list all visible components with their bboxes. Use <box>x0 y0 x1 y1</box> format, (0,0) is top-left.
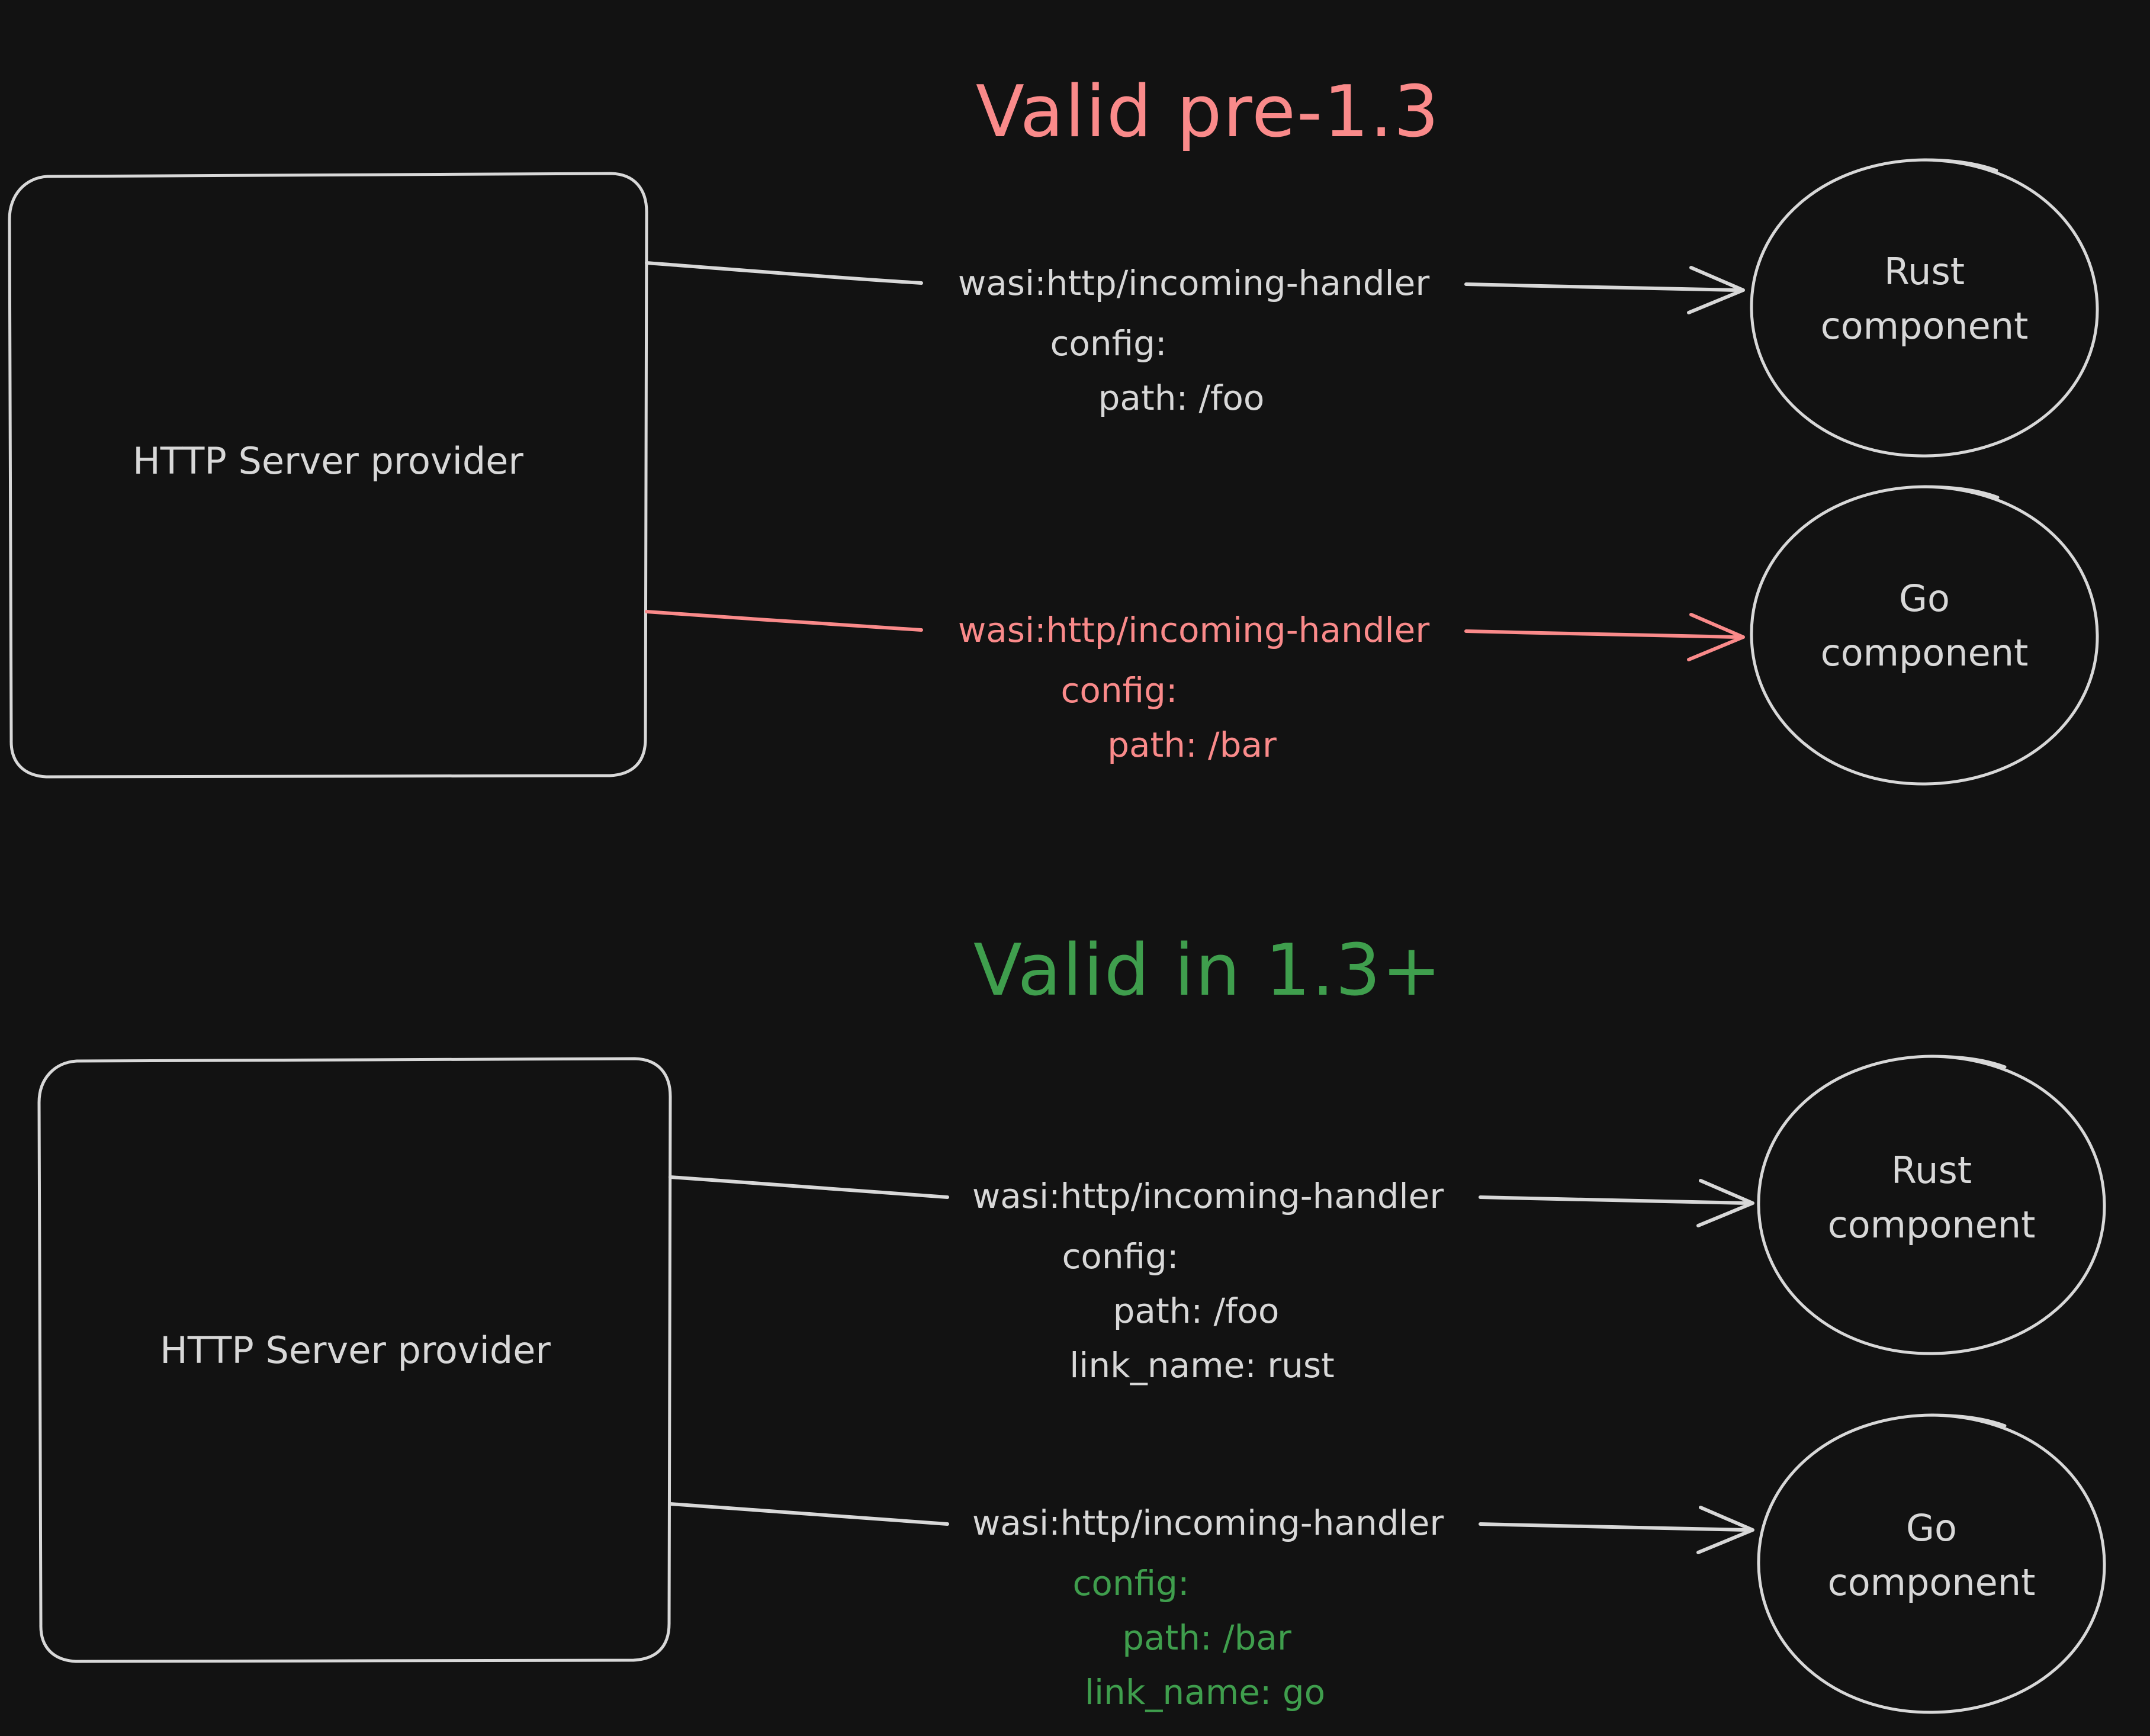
link-pre-go-interface: wasi:http/incoming-handler <box>958 610 1429 650</box>
link-post-rust-config-key: config: <box>1062 1236 1178 1277</box>
node-rust-bottom[interactable]: Rust component <box>1757 1055 2106 1355</box>
link-post-go-interface: wasi:http/incoming-handler <box>972 1503 1444 1543</box>
provider-label-bottom: HTTP Server provider <box>160 1329 551 1372</box>
node-go-top[interactable]: Go component <box>1750 485 2099 786</box>
provider-label-top: HTTP Server provider <box>133 439 523 483</box>
node-go-top-label-2: component <box>1821 631 2029 674</box>
link-post-go[interactable]: wasi:http/incoming-handler config: path:… <box>669 1502 1754 1712</box>
link-post-go-config-key: config: <box>1072 1563 1189 1603</box>
link-pre-rust[interactable]: wasi:http/incoming-handler config: path:… <box>645 261 1745 418</box>
link-post-rust-config-line-1: link_name: rust <box>1069 1345 1335 1385</box>
link-pre-go[interactable]: wasi:http/incoming-handler config: path:… <box>645 610 1745 765</box>
provider-box-top[interactable]: HTTP Server provider <box>8 172 648 779</box>
node-go-bottom[interactable]: Go component <box>1757 1413 2106 1714</box>
section-title-in-13-plus: Valid in 1.3+ <box>973 930 1442 1012</box>
link-post-go-config-line-1: link_name: go <box>1085 1672 1325 1712</box>
node-rust-bottom-label-2: component <box>1828 1203 2036 1246</box>
link-post-rust-config-line-0: path: /foo <box>1113 1291 1280 1331</box>
node-go-bottom-label-1: Go <box>1906 1506 1957 1549</box>
link-pre-rust-config-line-0: path: /foo <box>1098 378 1265 418</box>
section-pre-13: Valid pre-1.3 HTTP Server provider Rust … <box>8 71 2099 786</box>
link-pre-rust-interface: wasi:http/incoming-handler <box>958 263 1429 303</box>
link-post-rust[interactable]: wasi:http/incoming-handler config: path:… <box>669 1175 1754 1385</box>
node-go-top-label-1: Go <box>1899 577 1950 620</box>
link-pre-go-config-line-0: path: /bar <box>1107 725 1277 765</box>
node-rust-bottom-label-1: Rust <box>1891 1149 1972 1192</box>
section-in-13-plus: Valid in 1.3+ HTTP Server provider Rust … <box>37 930 2106 1714</box>
link-pre-go-config-key: config: <box>1060 670 1177 711</box>
link-pre-rust-config-key: config: <box>1050 323 1166 364</box>
node-rust-top[interactable]: Rust component <box>1750 158 2099 458</box>
node-rust-top-label-2: component <box>1821 304 2029 348</box>
section-title-pre-13: Valid pre-1.3 <box>976 71 1440 153</box>
node-go-bottom-label-2: component <box>1828 1561 2036 1604</box>
link-post-go-config-line-0: path: /bar <box>1122 1618 1291 1658</box>
node-rust-top-label-1: Rust <box>1884 250 1965 293</box>
provider-box-bottom[interactable]: HTTP Server provider <box>37 1057 672 1663</box>
link-post-rust-interface: wasi:http/incoming-handler <box>972 1176 1444 1216</box>
